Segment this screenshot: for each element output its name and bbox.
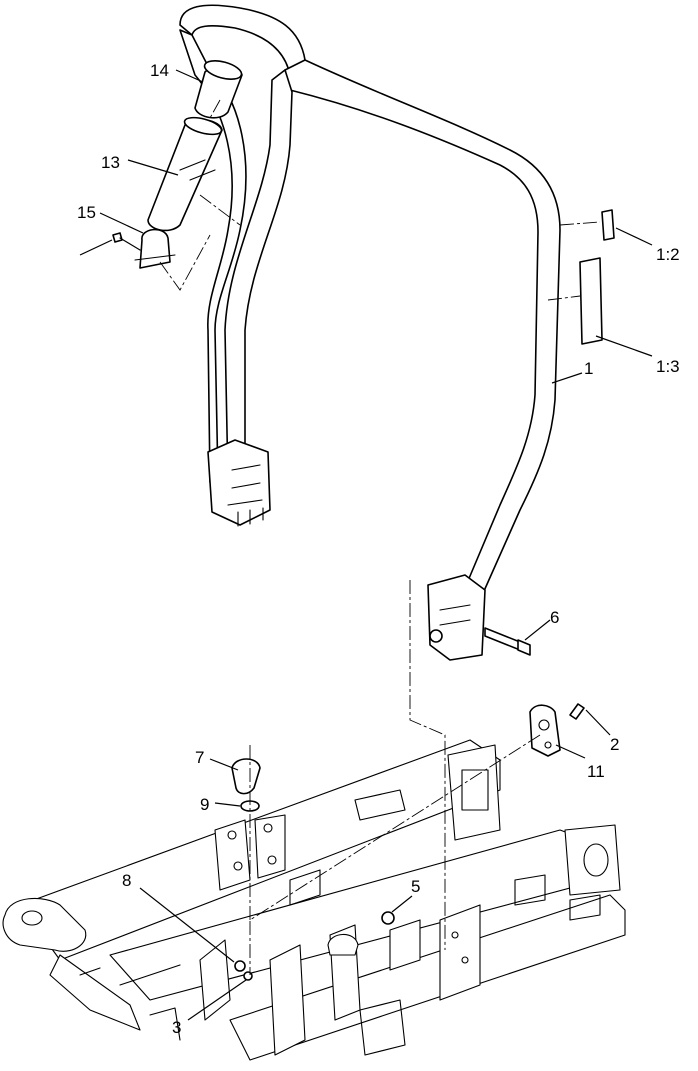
callout-5: 5: [411, 877, 420, 896]
callout-8: 8: [122, 871, 131, 890]
manual-canister: [112, 60, 243, 269]
callout-1: 1: [584, 359, 593, 378]
leader-lines: [79, 69, 653, 1021]
callout-7: 7: [195, 748, 204, 767]
mower-frame: [2, 739, 626, 1061]
callout-labels: 14 13 15 1:2 1:3 1 6 2 11 7 9 5 8 3: [77, 61, 680, 1037]
callout-6: 6: [550, 608, 559, 627]
callout-11: 11: [587, 762, 605, 781]
callout-12: 13: [101, 153, 120, 172]
callout-3: 3: [172, 1018, 181, 1037]
callout-9: 9: [200, 795, 209, 814]
callout-1-3: 1:3: [656, 357, 680, 376]
assembly-lines: [159, 99, 601, 975]
rops-bar: [179, 4, 615, 661]
small-hardware: [231, 703, 585, 981]
callout-1-2: 1:2: [656, 245, 680, 264]
callout-2: 2: [610, 735, 619, 754]
callout-13: 14: [150, 61, 169, 80]
callout-14: 15: [77, 203, 96, 222]
